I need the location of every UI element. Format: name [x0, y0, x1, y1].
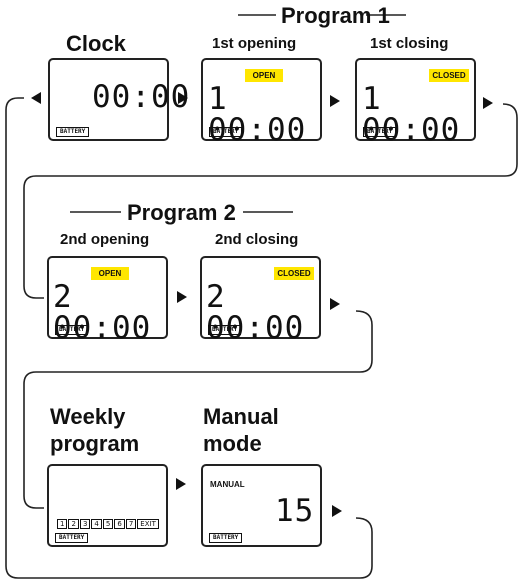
open-badge: OPEN — [245, 69, 283, 82]
battery-icon: BATTERY — [209, 533, 243, 543]
day-indicator-2: 2 — [68, 519, 79, 529]
first-closing-heading: 1st closing — [370, 35, 449, 52]
battery-icon: BATTERY — [208, 325, 242, 335]
manual-digits: 15 — [275, 493, 315, 529]
day-indicator-6: 6 — [114, 519, 125, 529]
arrow-row2-b — [330, 298, 340, 310]
closed-badge: CLOSED — [274, 267, 314, 280]
clock-digits: 00:00 — [92, 79, 191, 115]
arrow-row1-a — [178, 92, 188, 104]
arrow-row2-a — [177, 291, 187, 303]
program2-heading: Program 2 — [127, 200, 236, 225]
return-path-row1-row2 — [23, 103, 518, 299]
battery-icon: BATTERY — [363, 127, 397, 137]
weekly-heading-line1: Weekly — [50, 404, 126, 429]
manual-heading-line2: mode — [203, 431, 262, 456]
closed-badge: CLOSED — [429, 69, 469, 82]
p2-opening-digits: 2 00:00 — [53, 279, 152, 346]
return-path-loop — [5, 97, 373, 579]
manual-label: MANUAL — [210, 480, 245, 489]
p1-opening-display: OPEN 1 00:00 BATTERY — [201, 58, 322, 146]
day-indicators: 1 2 3 4 5 6 7 EXIT — [57, 519, 159, 529]
day-indicator-3: 3 — [79, 519, 91, 529]
battery-icon: BATTERY — [56, 127, 90, 137]
day-indicator-exit: EXIT — [137, 519, 159, 529]
weekly-heading-line2: program — [50, 431, 140, 456]
second-opening-heading: 2nd opening — [60, 231, 150, 248]
arrow-into-clock — [31, 92, 41, 104]
battery-icon: BATTERY — [55, 533, 89, 543]
day-indicator-1: 1 — [57, 519, 68, 529]
p2-closing-display: CLOSED 2 00:00 BATTERY — [200, 256, 321, 344]
arrow-row1-b — [330, 95, 340, 107]
p1-closing-display: CLOSED 1 00:00 BATTERY — [355, 58, 476, 146]
clock-display: 00:00 BATTERY — [48, 58, 189, 141]
day-indicator-5: 5 — [102, 519, 114, 529]
first-opening-heading: 1st opening — [212, 35, 297, 52]
p1-closing-digits: 1 00:00 — [362, 81, 461, 148]
battery-icon: BATTERY — [209, 127, 243, 137]
weekly-program-display: 1 2 3 4 5 6 7 EXIT BATTERY — [47, 464, 168, 547]
p2-closing-digits: 2 00:00 — [206, 279, 305, 346]
p2-opening-display: OPEN 2 00:00 BATTERY — [47, 256, 168, 344]
program1-heading: Program 1 — [281, 3, 390, 28]
manual-mode-display: MANUAL 15 BATTERY — [201, 464, 322, 547]
day-indicator-4: 4 — [91, 519, 102, 529]
arrow-row3-a — [176, 478, 186, 490]
arrow-row1-c — [483, 97, 493, 109]
return-path-row2-row3 — [23, 310, 373, 509]
day-indicator-7: 7 — [125, 519, 137, 529]
p1-opening-digits: 1 00:00 — [208, 81, 307, 148]
clock-heading: Clock — [66, 31, 126, 56]
manual-heading-line1: Manual — [203, 404, 279, 429]
open-badge: OPEN — [91, 267, 129, 280]
second-closing-heading: 2nd closing — [215, 231, 299, 248]
battery-icon: BATTERY — [55, 325, 89, 335]
arrow-row3-b — [332, 505, 342, 517]
